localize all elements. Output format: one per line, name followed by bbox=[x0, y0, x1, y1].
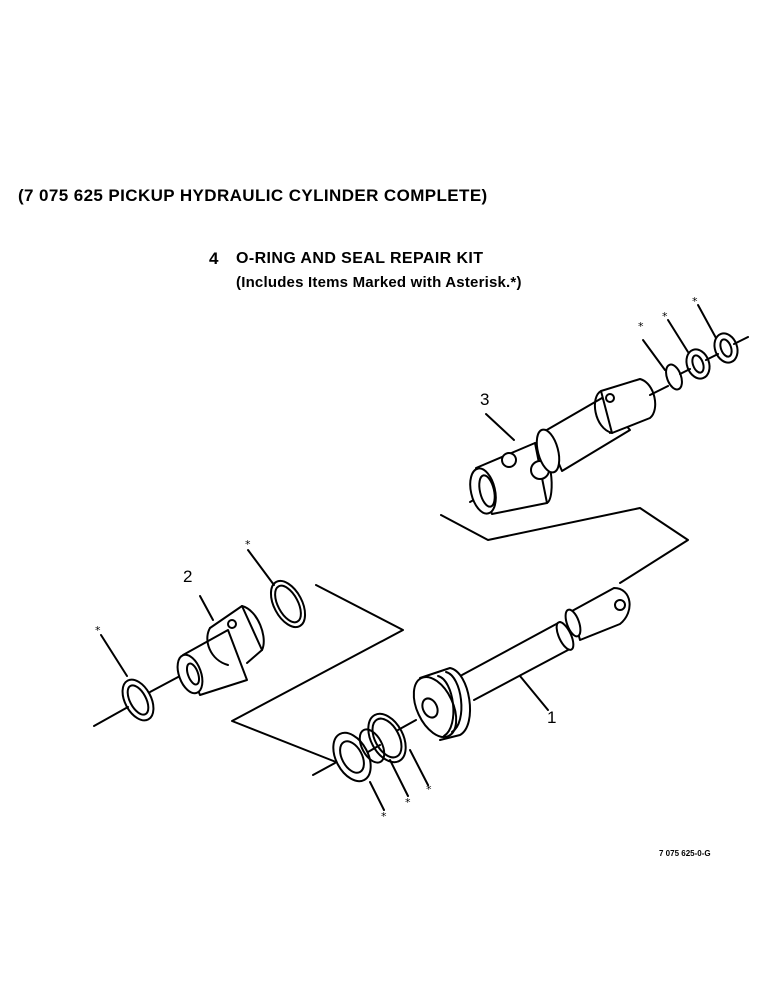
kit-title: O-RING AND SEAL REPAIR KIT bbox=[236, 250, 484, 267]
callout-part-2: 2 bbox=[183, 567, 193, 586]
rod-part-1 bbox=[312, 587, 631, 811]
asterisk-marker: * bbox=[95, 624, 101, 637]
gland-part-2 bbox=[93, 549, 307, 727]
asterisk-marker: * bbox=[426, 783, 432, 796]
figure-code: 7 075 625-0-G bbox=[659, 849, 711, 858]
assembly-connector-lower bbox=[231, 584, 404, 763]
kit-number: 4 bbox=[209, 249, 219, 268]
asterisk-marker: * bbox=[405, 796, 411, 809]
asterisk-marker: * bbox=[638, 320, 644, 333]
assembly-connector-upper bbox=[440, 507, 689, 584]
asterisk-marker: * bbox=[381, 810, 387, 823]
asterisk-marker: * bbox=[245, 538, 251, 551]
callout-part-3: 3 bbox=[480, 390, 490, 409]
kit-note: (Includes Items Marked with Asterisk.*) bbox=[236, 274, 522, 291]
page-title: (7 075 625 PICKUP HYDRAULIC CYLINDER COM… bbox=[18, 186, 488, 205]
asterisk-marker: * bbox=[692, 295, 698, 308]
barrel-part-3 bbox=[469, 304, 749, 515]
asterisk-marker: * bbox=[662, 310, 668, 323]
callout-part-1: 1 bbox=[547, 708, 557, 727]
